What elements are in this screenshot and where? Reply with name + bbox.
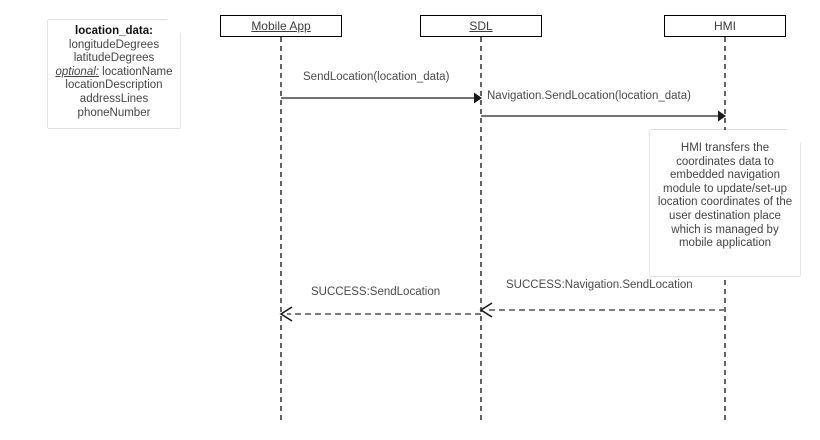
- note-hmi-behavior-text: HMI transfers the coordinates data to em…: [657, 142, 793, 250]
- lifeline-label-sdl: SDL: [469, 19, 493, 33]
- message-navigation-send-location-arrow: [481, 110, 726, 122]
- note-location-data-line-location-name: locationName: [102, 65, 173, 78]
- message-label-success-send-location: SUCCESS:SendLocation: [311, 286, 441, 298]
- lifeline-label-mobile-app: Mobile App: [251, 19, 311, 33]
- note-location-data-line-location-description: locationDescription: [65, 79, 163, 92]
- note-location-data-body: location_data: longitudeDegrees latitude…: [48, 20, 180, 124]
- note-location-data: location_data: longitudeDegrees latitude…: [48, 20, 180, 128]
- note-location-data-optional-marker: optional:: [55, 65, 99, 78]
- message-label-success-navigation-send-location: SUCCESS:Navigation.SendLocation: [506, 279, 693, 291]
- note-location-data-line-address-lines: addressLines: [79, 92, 149, 105]
- note-hmi-behavior: HMI transfers the coordinates data to em…: [650, 130, 800, 276]
- note-location-data-line-latitude: latitudeDegrees: [73, 52, 155, 65]
- lifeline-header-sdl[interactable]: SDL: [420, 15, 542, 37]
- lifeline-header-mobile-app[interactable]: Mobile App: [220, 15, 342, 37]
- note-location-data-title: location_data:: [75, 25, 153, 37]
- lifeline-header-hmi[interactable]: HMI: [664, 15, 786, 37]
- message-label-navigation-send-location: Navigation.SendLocation(location_data): [487, 90, 691, 102]
- lifeline-label-hmi: HMI: [714, 19, 736, 33]
- note-location-data-line-longitude: longitudeDegrees: [68, 38, 160, 51]
- message-label-send-location: SendLocation(location_data): [303, 71, 450, 83]
- message-success-navigation-send-location-arrow: [479, 302, 725, 318]
- note-location-data-line-phone-number: phoneNumber: [77, 106, 151, 119]
- message-success-send-location-arrow: [279, 306, 481, 322]
- message-send-location-arrow: [281, 92, 482, 104]
